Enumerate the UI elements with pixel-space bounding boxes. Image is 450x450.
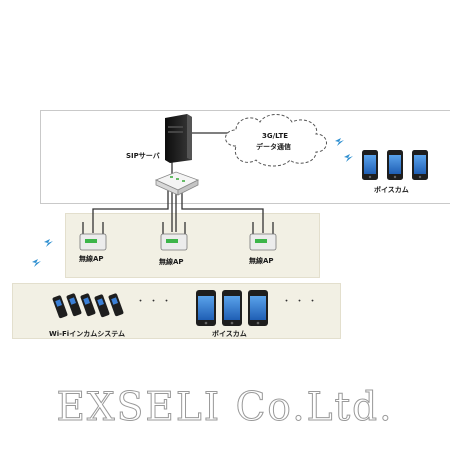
intercom-device-icon-5 <box>108 293 124 317</box>
access-point-panel <box>65 213 320 278</box>
cloud-label-line2: データ通信 <box>256 143 291 151</box>
company-watermark: EXSELI Co.Ltd. <box>56 385 394 431</box>
smartphone-icon-top-3 <box>412 150 428 180</box>
sip-server-icon <box>165 114 192 163</box>
voicecom-top-label: ボイスカム <box>374 186 409 194</box>
cloud-label-line1: 3G/LTE <box>262 132 289 140</box>
wifi-intercom-label: Wi-Fiインカムシステム <box>49 330 125 338</box>
access-point-center-icon <box>160 222 188 251</box>
ap-center-label: 無線AP <box>159 258 184 266</box>
intercom-device-icon-1 <box>52 295 68 319</box>
network-switch-icon <box>154 171 200 196</box>
wireless-signal-icon-top <box>335 138 353 162</box>
ap-right-label: 無線AP <box>249 257 274 265</box>
voicecom-bottom-label: ボイスカム <box>212 330 247 338</box>
smartphone-icon-bottom-3 <box>248 290 268 326</box>
smartphone-icon-bottom-1 <box>196 290 216 326</box>
cloud-icon <box>225 114 327 167</box>
ap-left-label: 無線AP <box>79 255 104 263</box>
intercom-device-icon-3 <box>80 293 96 317</box>
sip-server-label: SIPサーバ <box>126 152 160 160</box>
ellipsis-left: ・・・ <box>136 297 176 307</box>
access-point-right-icon <box>249 222 277 251</box>
access-point-left-icon <box>79 222 107 251</box>
smartphone-icon-top-2 <box>387 150 403 180</box>
intercom-device-icon-4 <box>94 294 110 318</box>
wireless-signal-icon-left <box>32 239 53 267</box>
intercom-device-icon-2 <box>66 293 82 317</box>
terminal-panel <box>12 283 341 339</box>
ellipsis-right: ・・・ <box>282 297 322 307</box>
smartphone-icon-bottom-2 <box>222 290 242 326</box>
smartphone-icon-top-1 <box>362 150 378 180</box>
